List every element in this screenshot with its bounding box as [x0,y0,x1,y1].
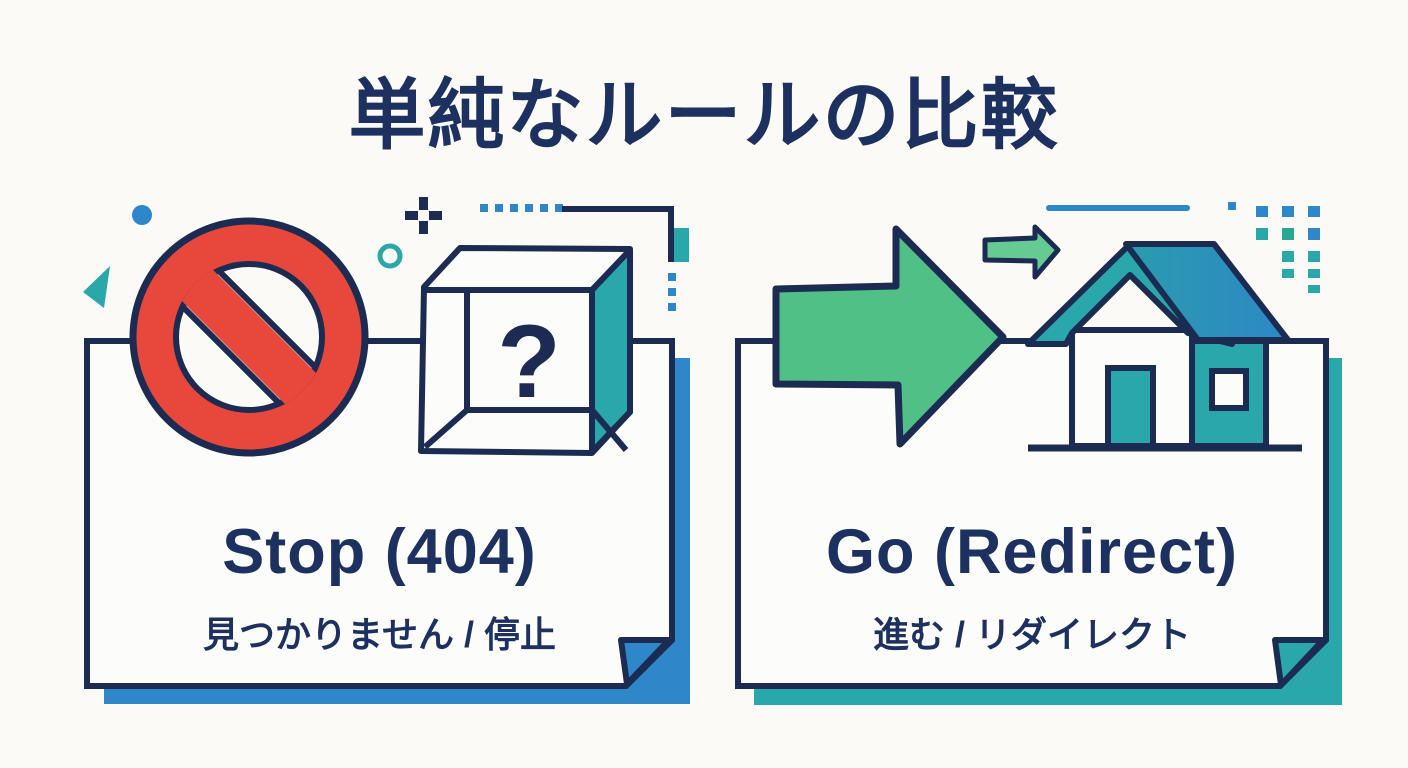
go-card-fold [1272,637,1326,688]
stop-card-subtitle: 見つかりません / 停止 [203,614,556,655]
go-decorations [1046,202,1320,293]
teal-bar [674,228,689,262]
tiny-square [1228,202,1236,210]
house-door [1105,365,1156,449]
home-icon [1025,241,1302,452]
page-title: 単純なルールの比較 [348,73,1060,159]
stop-decorations [83,197,689,311]
blue-dot-icon [132,205,152,225]
cube-question-mark: ? [497,304,561,420]
go-card-title: Go (Redirect) [825,517,1239,587]
vertical-dots-icon [668,273,676,311]
house-window [1209,368,1249,411]
stop-card-fold [618,637,672,687]
blue-line [1046,205,1190,211]
teal-triangle-icon [83,266,110,308]
circle-outline-icon [377,243,403,269]
arrow-right-small-icon [982,224,1061,280]
question-cube-icon: ? [418,245,633,456]
squares-grid-icon [1256,206,1320,293]
arrow-right-icon [772,225,1007,448]
plus-icon [405,197,442,234]
dotted-line-icon [480,204,563,212]
house-main-roof [1123,241,1291,343]
go-card-subtitle: 進む / リダイレクト [872,614,1191,655]
stop-card-title: Stop (404) [222,517,537,587]
corner-line [562,206,674,262]
no-entry-icon [129,217,369,457]
